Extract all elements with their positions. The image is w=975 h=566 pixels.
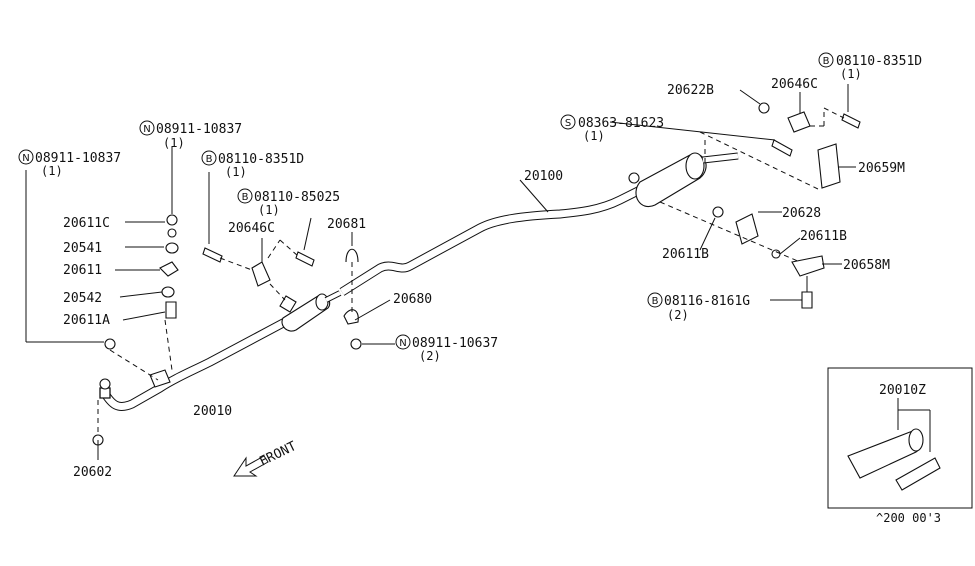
- front-arrow-icon: FRONT: [233, 439, 299, 477]
- label-20010z: 20010Z: [879, 383, 926, 398]
- fastener-n3: N 08911-10637 (2): [395, 334, 498, 363]
- svg-text:08911-10637: 08911-10637: [412, 336, 498, 351]
- label-20646c-left: 20646C: [228, 221, 275, 236]
- repair-kit-box: [827, 367, 973, 509]
- label-20611c: 20611C: [63, 216, 110, 231]
- svg-text:08110-85025: 08110-85025: [254, 190, 340, 205]
- fastener-b2: B 08110-85025 (1): [237, 188, 340, 217]
- svg-text:(1): (1): [41, 164, 63, 178]
- label-20100: 20100: [524, 169, 563, 184]
- label-20542: 20542: [63, 291, 102, 306]
- label-20658m: 20658M: [843, 258, 890, 273]
- svg-text:B: B: [206, 154, 213, 165]
- svg-text:N: N: [399, 338, 406, 349]
- fastener-b3: B 08110-8351D (1): [818, 52, 922, 81]
- svg-text:S: S: [565, 118, 571, 129]
- fastener-b1: B 08110-8351D (1): [201, 150, 304, 179]
- svg-text:08116-8161G: 08116-8161G: [664, 294, 750, 309]
- label-20622b: 20622B: [667, 83, 714, 98]
- right-hardware: [712, 102, 861, 309]
- svg-text:08363-81623: 08363-81623: [578, 116, 664, 131]
- svg-text:B: B: [652, 296, 659, 307]
- svg-text:08911-10837: 08911-10837: [35, 151, 121, 166]
- fastener-n1: N 08911-10837 (1): [139, 120, 242, 150]
- label-20628: 20628: [782, 206, 821, 221]
- label-20611a: 20611A: [63, 313, 110, 328]
- label-20010: 20010: [193, 404, 232, 419]
- main-muffler: [628, 152, 739, 208]
- svg-text:(2): (2): [667, 308, 689, 322]
- label-20681: 20681: [327, 217, 366, 232]
- svg-text:(1): (1): [258, 203, 280, 217]
- svg-text:(1): (1): [163, 136, 185, 150]
- label-20646c-right: 20646C: [771, 77, 818, 92]
- svg-text:(1): (1): [840, 67, 862, 81]
- svg-text:(1): (1): [583, 129, 605, 143]
- svg-text:N: N: [22, 153, 29, 164]
- pre-muffler: [281, 290, 342, 332]
- svg-text:(1): (1): [225, 165, 247, 179]
- svg-text:N: N: [143, 124, 150, 135]
- label-20611: 20611: [63, 263, 102, 278]
- svg-text:(2): (2): [419, 349, 441, 363]
- fastener-b4: B 08116-8161G (2): [647, 292, 750, 322]
- svg-text:08110-8351D: 08110-8351D: [836, 54, 922, 69]
- svg-text:08110-8351D: 08110-8351D: [218, 152, 304, 167]
- left-hardware: [92, 214, 179, 446]
- footer-code: ^200 00'3: [876, 511, 941, 525]
- fastener-s1: S 08363-81623 (1): [560, 114, 664, 143]
- svg-text:08911-10837: 08911-10837: [156, 122, 242, 137]
- mid-hardware: [202, 247, 362, 350]
- label-20659m: 20659M: [858, 161, 905, 176]
- label-20602: 20602: [73, 465, 112, 480]
- svg-text:B: B: [242, 192, 249, 203]
- label-20611b-a: 20611B: [662, 247, 709, 262]
- center-pipe-20100: [339, 185, 643, 296]
- label-20680: 20680: [393, 292, 432, 307]
- leader-lines: [25, 84, 931, 460]
- front-label: FRONT: [257, 439, 299, 470]
- label-20541: 20541: [63, 241, 102, 256]
- label-20611b-b: 20611B: [800, 229, 847, 244]
- fastener-n2: N 08911-10837 (1): [18, 149, 121, 178]
- svg-text:B: B: [823, 56, 830, 67]
- front-pipe-20010: [99, 318, 288, 411]
